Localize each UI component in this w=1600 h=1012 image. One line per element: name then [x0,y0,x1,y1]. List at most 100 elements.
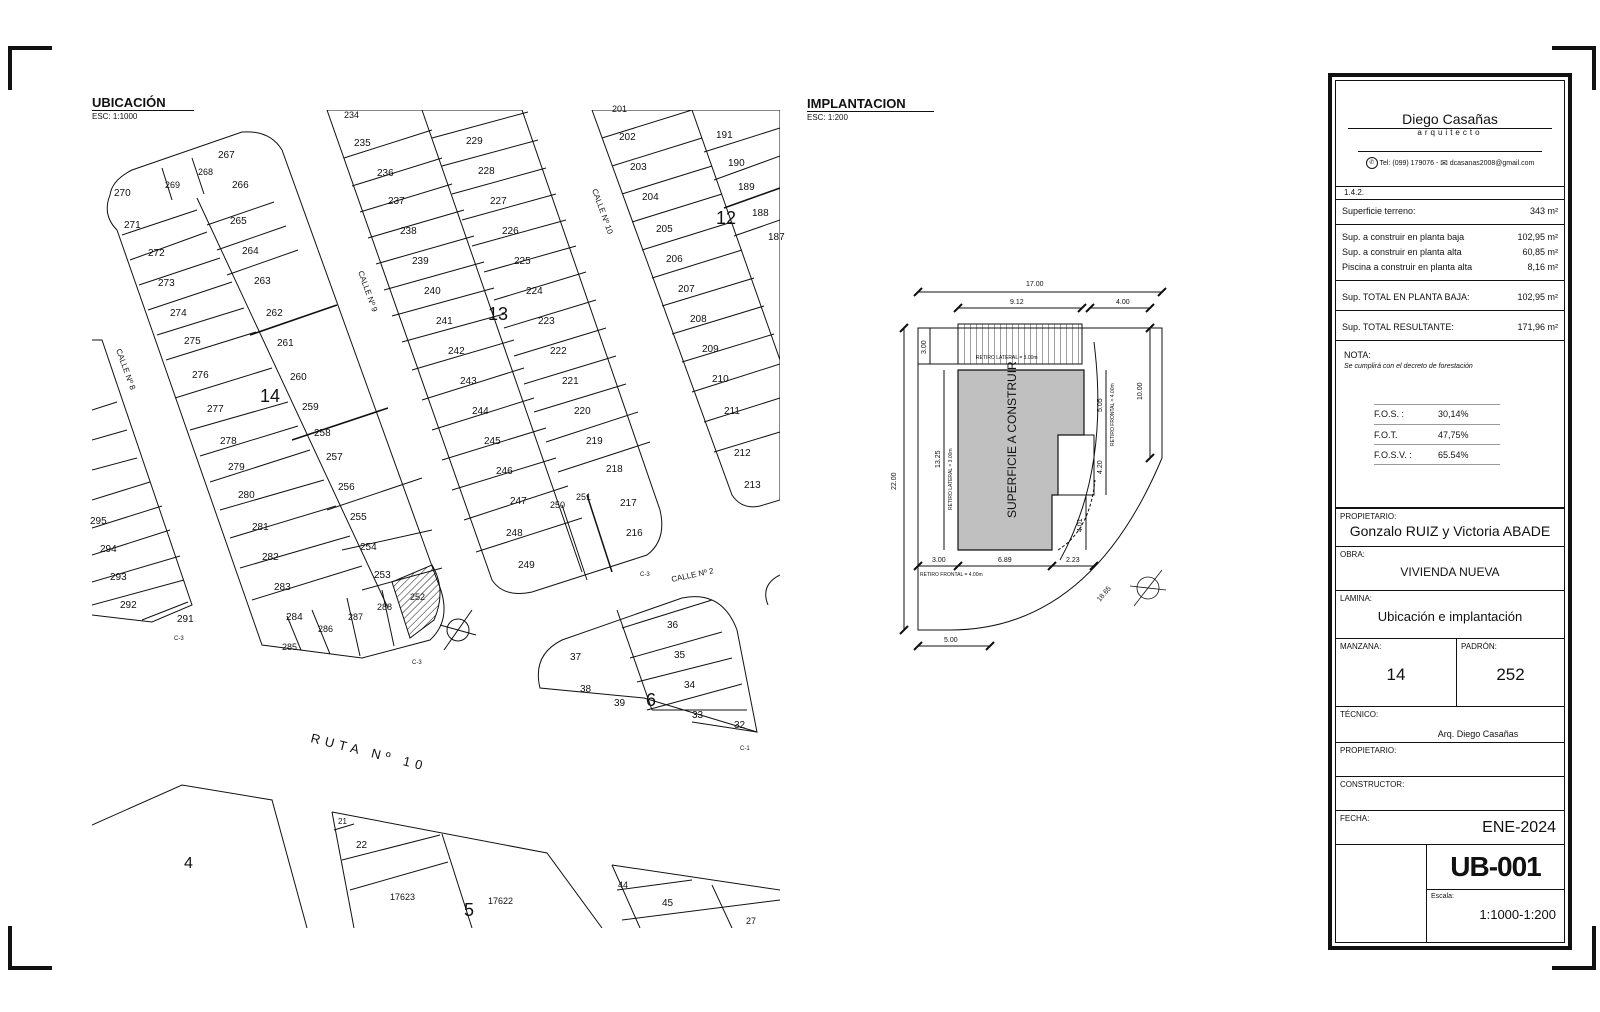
implantacion-scale: ESC: 1:200 [807,113,848,122]
lot-label: 292 [120,600,137,611]
lot-label: 204 [642,192,659,203]
block-left-lots [92,401,189,621]
lot-label: 33 [692,710,704,721]
deck-pergola [957,323,1083,365]
lot-label: 274 [170,308,187,319]
lot-label: 250 [550,500,565,510]
lot-label: 208 [690,314,707,325]
sheet-code: UB-001 [1450,851,1541,882]
street-label: RUTA Nº 10 [309,730,429,773]
lot-label: 261 [277,338,294,349]
corner-tag: C-3 [640,572,650,578]
tecnico-label: TÉCNICO: [1340,710,1379,719]
lot-label: 35 [674,650,686,661]
lot-label: 44 [618,880,628,890]
total-planta-baja: Sup. TOTAL EN PLANTA BAJA: 102,95 m² [1342,292,1558,302]
dim-right-depth: 10.00 [1137,382,1144,400]
lot-label: 213 [744,480,761,491]
lot-label: 203 [630,162,647,173]
area-row-label: Sup. a construir en planta baja [1342,232,1465,242]
lot-label: 248 [506,528,523,539]
lot-label: 221 [562,376,579,387]
lot-label: 283 [274,582,291,593]
lot-label: 288 [377,602,392,612]
block-6-outline [537,596,758,733]
dim-total-width: 17.00 [1026,281,1044,288]
area-row-value: 8,16 m² [1527,262,1558,272]
lot-label: 238 [400,226,417,237]
lot-label: 280 [238,490,255,501]
escala-value: 1:1000-1:200 [1479,907,1556,922]
crop-mark-bottom-left [8,926,52,970]
title-block-inner: Diego Casañas arquitecto ✆ Tel: (099) 17… [1335,80,1565,943]
block-left-outline [92,339,193,623]
lot-label: 27 [746,916,756,926]
street-label: CALLE Nº 9 [356,270,379,314]
lot-label: 284 [286,612,303,623]
lot-label: 218 [606,464,623,475]
lot-label: 259 [302,402,319,413]
lot-label: 286 [318,624,333,634]
lot-label: 244 [472,406,489,417]
constructor-label: CONSTRUCTOR: [1340,780,1405,789]
dim-front-a: 9.12 [1010,299,1024,306]
lot-label: 270 [114,188,131,199]
block-number: 6 [646,690,656,710]
lot-252-hatch [391,564,441,639]
contact-line: ✆ Tel: (099) 179076 - ✉ dcasanas2008@gma… [1336,157,1564,169]
areas-panel: Superficie terreno: 343 m² Sup. a constr… [1336,199,1564,506]
lot-label: 251 [576,492,591,502]
padron-label: PADRÓN: [1461,642,1497,651]
street-label: CALLE Nº 2 [671,566,715,584]
lot-label: 226 [502,226,519,237]
lot-label: 216 [626,528,643,539]
lot-label: 202 [619,132,636,143]
lot-label: 217 [620,498,637,509]
lot-label: 255 [350,512,367,523]
title-block: Diego Casañas arquitecto ✆ Tel: (099) 17… [1328,73,1572,950]
lot-label: 39 [614,698,626,709]
crop-mark-top-left [8,46,52,90]
architect-name: Diego Casañas [1402,111,1498,127]
lot-label: 188 [752,208,769,219]
building-outline [957,369,1085,551]
lot-label: 254 [360,542,377,553]
lot-label: 45 [662,898,674,909]
lot-label: 285 [282,642,297,652]
lot-label: 229 [466,136,483,147]
retiro-lateral-left-label: RETIRO LATERAL = 3.00m [948,448,954,510]
lot-label: 269 [165,180,180,190]
lamina-value: Ubicación e implantación [1377,609,1523,624]
propietario2-label: PROPIETARIO: [1340,746,1397,755]
lot-label: 277 [207,404,224,415]
lot-label: 223 [538,316,555,327]
lot-label: 212 [734,448,751,459]
obra-field: OBRA: VIVIENDA NUEVA [1336,547,1564,591]
fot-label: F.O.T. [1374,430,1398,440]
north-arrow-map [446,618,470,642]
lot-label: 220 [574,406,591,417]
ubicacion-title: UBICACIÓN [92,95,194,111]
propietario2-field: PROPIETARIO: [1336,743,1564,777]
area-row: Sup. a construir en planta baja 102,95 m… [1342,232,1558,242]
lamina-field: LAMINA: Ubicación e implantación [1336,591,1564,639]
dim-right-b: 4.20 [1097,460,1104,474]
implantacion-heading: IMPLANTACION ESC: 1:200 [807,96,934,122]
lot-label: 237 [388,196,405,207]
lot-label: 190 [728,158,745,169]
fos-value: 30,14% [1438,409,1469,419]
lot-label: 239 [412,256,429,267]
area-row-label: Sup. a construir en planta alta [1342,247,1462,257]
lot-label: 246 [496,466,513,477]
dim-right-c: 4.01 [1077,518,1084,532]
lot-boundary [917,327,1163,631]
retiro-lateral-top-label: RETIRO LATERAL = 3.00m [976,355,1038,361]
retiro-frontal-bottom-label: RETIRO FRONTAL = 4.00m [920,572,983,578]
dim-retiro-top: 3.00 [921,340,928,354]
sheet-code-area: UB-001 Escala: 1:1000-1:200 [1336,845,1564,942]
nota-text: Se cumplirá con el decreto de forestació… [1344,363,1473,370]
lot-label: 225 [514,256,531,267]
implantacion-title: IMPLANTACION [807,96,934,112]
dim-left-inner: 13.25 [935,450,942,468]
tecnico-value: Arq. Diego Casañas [1437,729,1519,739]
